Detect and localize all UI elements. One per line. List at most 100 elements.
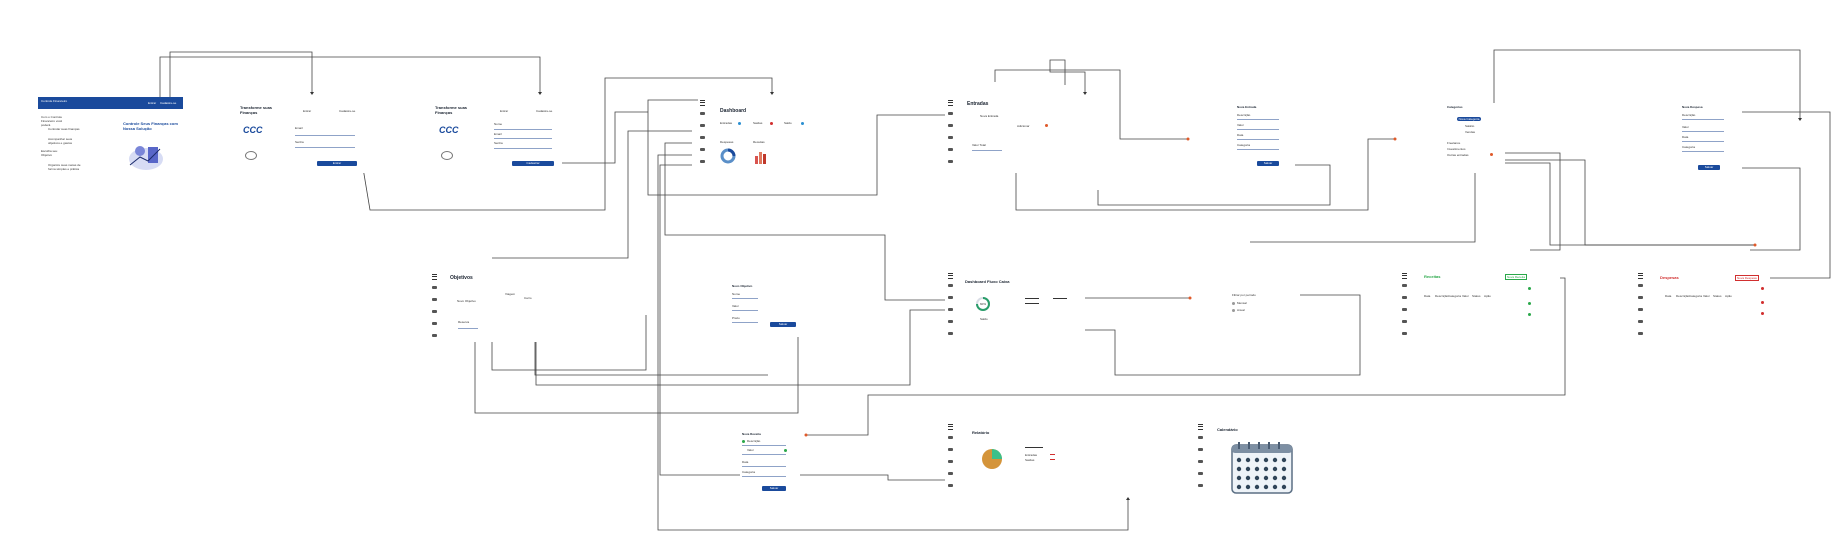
email-field[interactable] [295, 135, 355, 136]
deadline-field[interactable] [732, 322, 758, 323]
save-button[interactable]: Salvar [770, 322, 796, 327]
category-item[interactable]: Vendas [1465, 130, 1476, 134]
category-item[interactable]: Outras entradas [1447, 153, 1469, 157]
descricao-field[interactable] [1237, 119, 1279, 120]
tab-register[interactable]: Cadastre-se [339, 109, 356, 113]
login-button[interactable]: Entrar [317, 161, 357, 166]
feature-1: Controlar suas finanças [48, 127, 80, 131]
radio-anual[interactable] [1232, 309, 1235, 312]
form-title: Novo Objetivo [732, 284, 753, 288]
nav-login-link[interactable]: Entrar [148, 101, 157, 105]
menu-icon[interactable] [948, 100, 953, 106]
tab-register[interactable]: Cadastre-se [536, 109, 553, 113]
novo-objetivo-screen: Novo Objetivo Nome Valor Prazo Salvar [730, 282, 800, 337]
menu-icon[interactable] [1198, 424, 1203, 430]
status-dot [1761, 312, 1764, 315]
save-button[interactable]: Salvar [1257, 161, 1279, 166]
legend-saidas: Saídas [1025, 458, 1035, 462]
stat-saldo-dot [801, 122, 804, 125]
col-header: Categoria [1689, 294, 1703, 298]
option-anual[interactable]: Anual [1237, 308, 1245, 312]
field-label-email: Email [295, 126, 303, 130]
legend-entradas: Entradas [1025, 453, 1038, 457]
category-item[interactable]: Salário [1465, 124, 1475, 128]
categoria-field[interactable] [742, 476, 786, 477]
total-label: Valor Total [972, 143, 986, 147]
stat-saidas: Saídas [753, 121, 763, 125]
fluxo-caixa-screen: Dashboard Fluxo Caixa 60% Saldo [945, 270, 1085, 340]
register-button[interactable]: Cadastrar [512, 161, 554, 166]
descricao-field[interactable] [742, 445, 786, 446]
field-label-2: Valor [1237, 123, 1244, 127]
new-goal-button[interactable]: Novo Objetivo [457, 299, 476, 303]
menu-icon[interactable] [948, 273, 953, 279]
goal-progress [458, 328, 478, 329]
categoria-field[interactable] [1682, 151, 1724, 152]
option-mensal[interactable]: Mensal [1237, 301, 1247, 305]
col-header: Categoria [1448, 294, 1462, 298]
col-header: Descrição [1435, 294, 1449, 298]
add-link[interactable]: Adicionar [1017, 124, 1030, 128]
password-field[interactable] [494, 148, 552, 149]
tab-login[interactable]: Entrar [500, 109, 509, 113]
valor-field[interactable] [742, 454, 786, 455]
line-2 [1025, 303, 1039, 304]
new-category-button[interactable]: Nova Categoria [1457, 117, 1481, 121]
sidebar [948, 112, 956, 172]
valor-check [784, 449, 787, 452]
menu-icon[interactable] [1638, 273, 1643, 279]
field-label-email: Email [494, 132, 502, 136]
radio-mensal[interactable] [1232, 302, 1235, 305]
valor-field[interactable] [1237, 129, 1279, 130]
password-field[interactable] [295, 147, 355, 148]
data-field[interactable] [1237, 139, 1279, 140]
col-header: Ação [1484, 294, 1491, 298]
category-item[interactable]: Investimentos [1447, 147, 1466, 151]
objetivos-screen: Objetivos Novo Objetivo Viagem Carro Res… [430, 272, 560, 342]
menu-icon[interactable] [432, 274, 437, 280]
data-field[interactable] [742, 466, 786, 467]
goal-item[interactable]: Carro [524, 296, 532, 300]
goal-item[interactable]: Viagem [505, 292, 516, 296]
descricao-field[interactable] [1682, 119, 1724, 120]
valor-field[interactable] [1682, 131, 1724, 132]
save-button[interactable]: Salvar [762, 486, 786, 491]
page-title: Dashboard Fluxo Caixa [965, 279, 1010, 284]
nova-receita-screen: Nova Receita Descrição Valor Data Catego… [740, 430, 800, 495]
line-1 [1025, 298, 1039, 299]
data-field[interactable] [1682, 141, 1724, 142]
menu-icon[interactable] [948, 424, 953, 430]
save-button[interactable]: Salvar [1698, 165, 1720, 170]
nav-register-link[interactable]: Cadastre-se [160, 101, 177, 105]
status-dot [1528, 287, 1531, 290]
name-field[interactable] [732, 298, 758, 299]
new-receita-badge[interactable]: Nova Receita [1505, 274, 1528, 280]
sidebar [700, 112, 708, 172]
field-label-1: Descrição [747, 439, 761, 443]
categorias-screen: Categorias Nova Categoria Salário Vendas… [1445, 103, 1505, 173]
name-field[interactable] [494, 129, 552, 130]
categoria-field[interactable] [1237, 149, 1279, 150]
new-despesa-badge[interactable]: Nova Despesa [1735, 275, 1759, 281]
hero-illustration [129, 146, 163, 170]
status-dot [1528, 313, 1531, 316]
menu-icon[interactable] [700, 100, 705, 106]
filtros-screen: Filtrar por período Mensal Anual [1230, 290, 1300, 320]
value-field[interactable] [732, 310, 758, 311]
field-label-name: Nome [494, 122, 503, 126]
receitas-screen: Receitas Nova Receita Data Descrição Cat… [1400, 270, 1535, 340]
calendar-icon [1231, 442, 1293, 494]
stat-entradas-dot [738, 122, 741, 125]
email-field[interactable] [494, 138, 552, 139]
tab-login[interactable]: Entrar [303, 109, 312, 113]
field-label-1: Descrição [1237, 113, 1251, 117]
field-label-3: Data [1237, 133, 1244, 137]
field-label-password: Senha [494, 141, 503, 145]
menu-icon[interactable] [1402, 273, 1407, 279]
category-item[interactable]: Freelance [1447, 141, 1461, 145]
status-dot [1528, 302, 1531, 305]
despesas-screen: Despesas Nova Despesa Data Descrição Cat… [1635, 270, 1770, 340]
line-3 [1053, 298, 1067, 299]
goal-item[interactable]: Reserva [458, 320, 470, 324]
filter-title: Filtrar por período [1232, 293, 1256, 297]
